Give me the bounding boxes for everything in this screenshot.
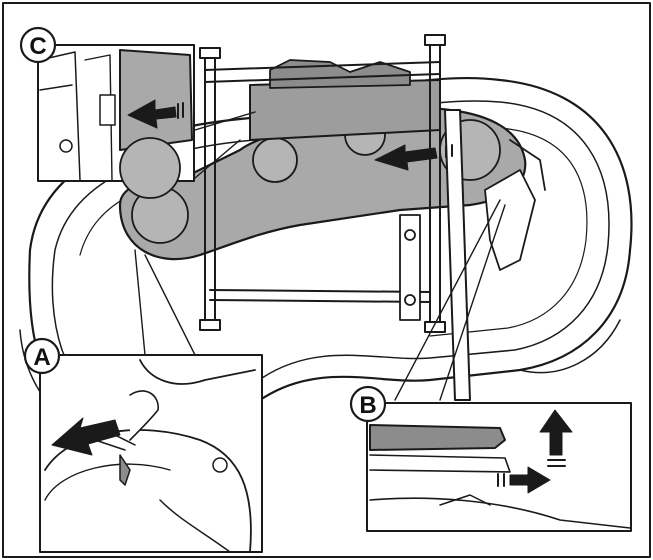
callout-a: A xyxy=(23,337,61,375)
cover-slide-arrow xyxy=(374,144,453,171)
deck-linkage xyxy=(399,139,546,321)
callout-b: B xyxy=(349,385,387,423)
callout-b-label: B xyxy=(359,392,376,419)
belt-cover xyxy=(118,59,527,261)
callout-a-label: A xyxy=(33,344,50,371)
inset-b xyxy=(366,402,632,532)
callout-c: C xyxy=(19,26,57,64)
leader-lines xyxy=(134,111,506,401)
inset-c xyxy=(37,44,195,199)
callout-c-label: C xyxy=(29,33,46,60)
inset-a xyxy=(39,354,263,553)
